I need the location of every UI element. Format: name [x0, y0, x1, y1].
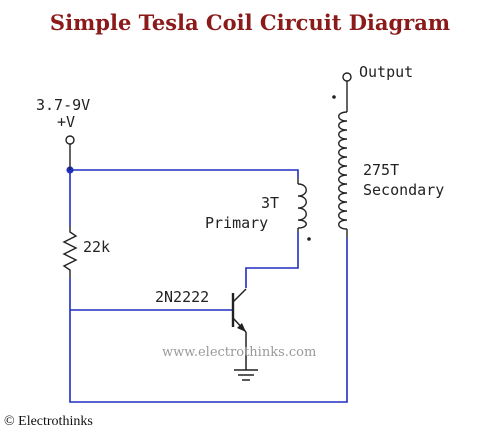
wires	[69, 169, 348, 403]
secondary-polarity-dot	[332, 95, 336, 99]
watermark: www.electrothinks.com	[162, 345, 316, 360]
output-terminal	[342, 72, 352, 82]
label-supply-plus: +V	[57, 113, 75, 131]
label-primary-turns: 3T	[261, 194, 279, 212]
wire-top-rail	[70, 169, 299, 178]
wire-left-rail-lower	[69, 238, 348, 403]
transistor-collector-lead	[232, 288, 247, 303]
label-secondary-name: Secondary	[363, 181, 444, 199]
resistor-zigzag	[62, 226, 78, 278]
ground-symbol	[234, 369, 258, 381]
label-supply-voltage: 3.7-9V	[36, 96, 90, 114]
secondary-coil	[338, 81, 348, 238]
label-primary-name: Primary	[205, 214, 268, 232]
supply-terminal	[65, 135, 75, 170]
label-secondary-turns: 275T	[363, 161, 399, 179]
wire-collector	[245, 232, 299, 288]
diagram-title: Simple Tesla Coil Circuit Diagram	[49, 10, 451, 35]
emitter-arrow	[237, 323, 246, 332]
supply-terminal-circle	[65, 135, 75, 145]
copyright-notice: © Electrothinks	[4, 414, 93, 429]
primary-coil	[297, 178, 307, 232]
label-output: Output	[359, 63, 413, 81]
label-resistor: 22k	[83, 238, 110, 256]
primary-polarity-dot	[307, 237, 311, 241]
label-transistor: 2N2222	[155, 288, 209, 306]
